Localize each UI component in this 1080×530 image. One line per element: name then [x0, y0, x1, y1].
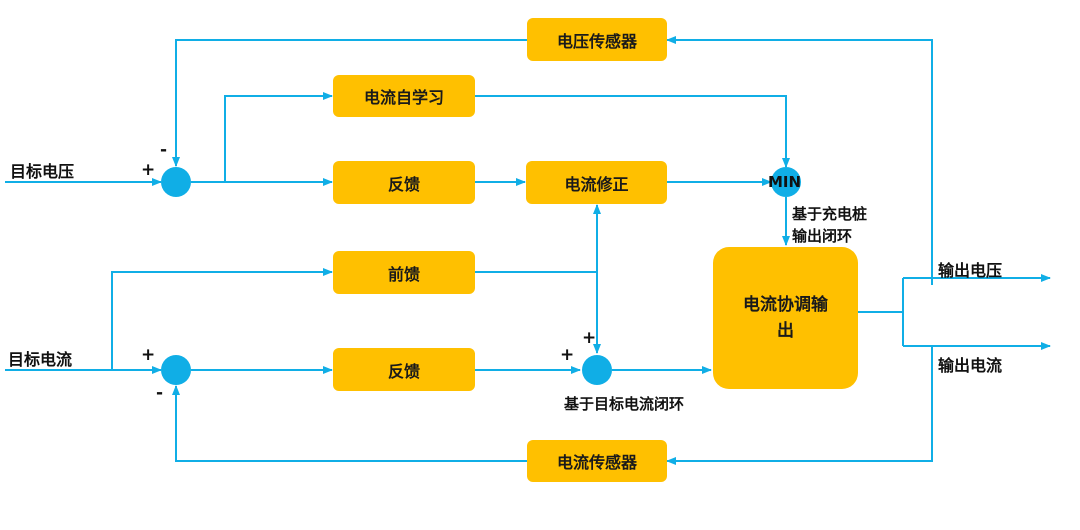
current-sensor-block: 电流传感器: [527, 440, 667, 482]
charging-pile-loop-label-line1: 基于充电桩: [792, 205, 868, 223]
feedforward-block: 前馈: [333, 251, 475, 294]
lower-sum-plus-top: +: [582, 328, 597, 348]
current-correction-block: 电流修正: [526, 161, 667, 204]
min-label: MIN: [768, 173, 802, 191]
voltage-feedback-wire: [172, 39, 527, 167]
lower-sum-plus-left: +: [560, 345, 575, 365]
output-current-label: 输出电流: [938, 356, 1003, 375]
lower-summing-junction: [582, 355, 612, 385]
min-selector-node: [771, 167, 801, 197]
current-sum-plus: +: [141, 345, 156, 365]
voltage-sensor-input-wire: [666, 36, 933, 285]
output-voltage-label: 输出电压: [938, 261, 1003, 280]
voltage-summing-junction: [161, 167, 191, 197]
current-coordination-output-block: 电流协调输出: [713, 247, 858, 389]
voltage-sum-plus: +: [141, 160, 156, 180]
current-sum-minus: -: [156, 383, 164, 403]
voltage-sum-minus: -: [160, 140, 168, 160]
current-self-learning-block: 电流自学习: [333, 75, 475, 117]
charging-pile-loop-label-line2: 输出闭环: [792, 227, 853, 245]
lower-feedback-block: 反馈: [333, 348, 475, 391]
target-current-loop-label: 基于目标电流闭环: [564, 395, 685, 413]
target-voltage-label: 目标电压: [10, 162, 75, 181]
voltage-sensor-block: 电压传感器: [527, 18, 667, 61]
current-feedback-wire: [172, 385, 527, 462]
target-current-label: 目标电流: [8, 350, 73, 369]
current-summing-junction: [161, 355, 191, 385]
current-sensor-input-wire: [666, 346, 933, 465]
self-learning-to-min-wire: [475, 95, 790, 168]
feedforward-input-wire: [111, 268, 333, 370]
self-learning-input-wire: [224, 92, 333, 182]
upper-feedback-block: 反馈: [333, 161, 475, 204]
